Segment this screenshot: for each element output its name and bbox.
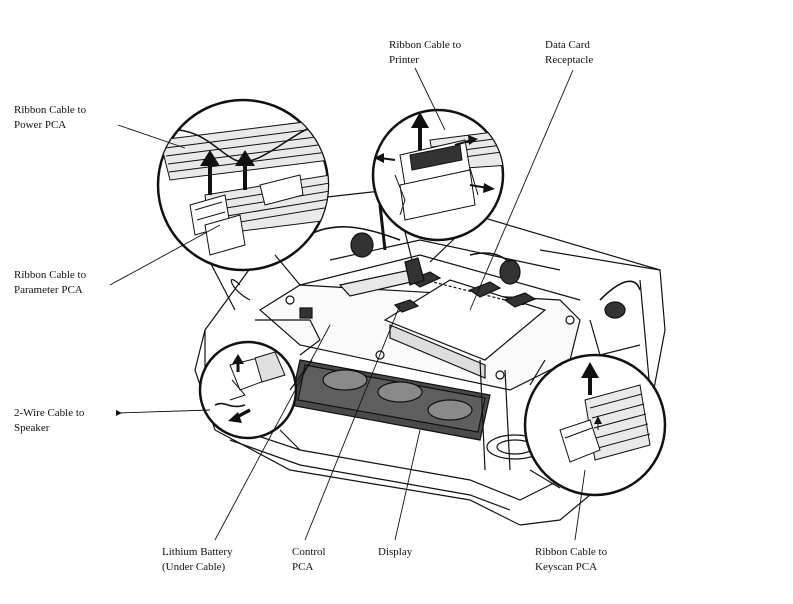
label-line: Parameter PCA <box>14 284 83 296</box>
callout-power-parameter <box>156 98 330 311</box>
label-line: Power PCA <box>14 119 67 131</box>
label-line: Ribbon Cable to <box>14 269 87 281</box>
label-line: Lithium Battery <box>162 546 233 558</box>
label-line: Control <box>292 546 326 558</box>
label-speaker-cable: 2-Wire Cable to Speaker <box>14 406 84 436</box>
label-line: Ribbon Cable to <box>14 104 87 116</box>
label-ribbon-printer: Ribbon Cable to Printer <box>389 38 461 68</box>
leader-lines <box>109 67 586 541</box>
label-line: PCA <box>292 561 314 573</box>
label-line: Ribbon Cable to <box>389 39 462 51</box>
label-control-pca: Control PCA <box>292 545 326 575</box>
label-line: Receptacle <box>545 54 594 66</box>
label-line: Speaker <box>14 422 50 434</box>
callout-speaker <box>198 340 313 451</box>
label-data-card-receptacle: Data Card Receptacle <box>545 38 593 68</box>
callout-keyscan <box>523 353 667 497</box>
label-line: Data Card <box>545 39 590 51</box>
label-line: Keyscan PCA <box>535 561 598 573</box>
leader-arrowhead <box>116 410 122 416</box>
label-line: 2-Wire Cable to <box>14 407 85 419</box>
label-display: Display <box>378 545 412 560</box>
label-line: Printer <box>389 54 419 66</box>
label-line: (Under Cable) <box>162 561 226 573</box>
label-ribbon-power-pca: Ribbon Cable to Power PCA <box>14 103 86 133</box>
label-ribbon-parameter-pca: Ribbon Cable to Parameter PCA <box>14 268 86 298</box>
label-lithium-battery: Lithium Battery (Under Cable) <box>162 545 233 575</box>
label-line: Display <box>378 546 413 558</box>
callout-printer <box>371 108 505 263</box>
label-ribbon-keyscan-pca: Ribbon Cable to Keyscan PCA <box>535 545 607 575</box>
label-line: Ribbon Cable to <box>535 546 608 558</box>
